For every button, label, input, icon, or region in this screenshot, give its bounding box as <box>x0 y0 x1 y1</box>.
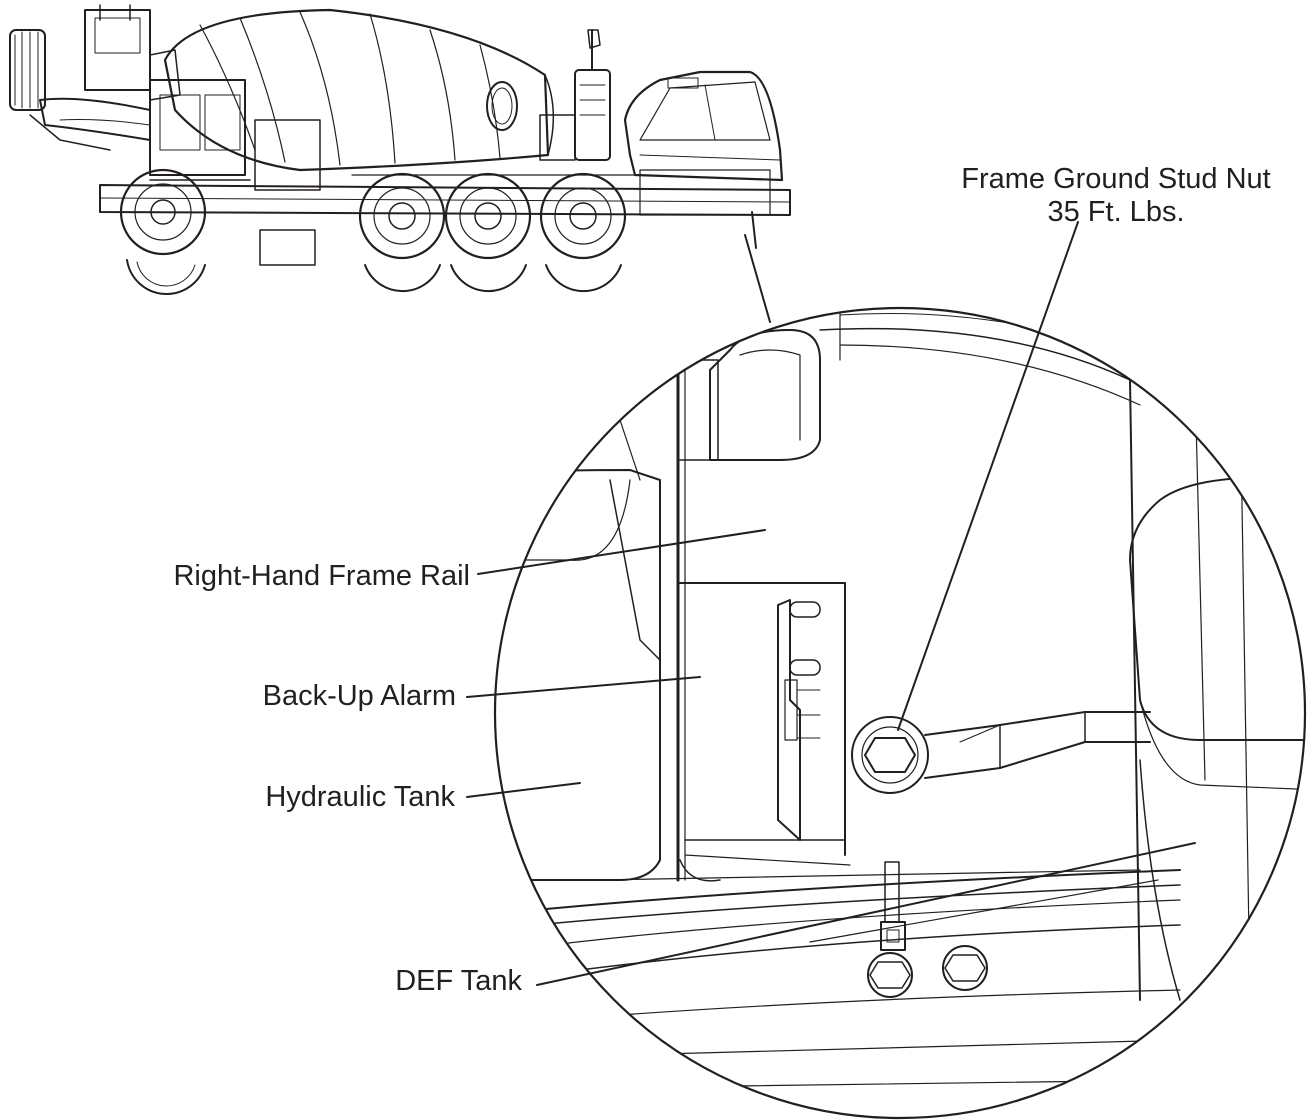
cable-tie <box>880 861 906 951</box>
ground-stud-assembly <box>851 711 1151 794</box>
wheels <box>119 168 627 295</box>
detail-view <box>493 234 1307 1120</box>
frame-rail-shape <box>676 308 851 882</box>
leader-hydraulic-tank <box>466 782 581 798</box>
upper-straps <box>819 312 1305 461</box>
def-tank-shape <box>1129 379 1305 1001</box>
back-up-alarm-label: Back-Up Alarm <box>262 680 456 712</box>
hydraulic-tank-label: Hydraulic Tank <box>265 781 455 813</box>
leader-back-up-alarm <box>466 676 701 698</box>
wheel-rear-lower <box>126 259 206 295</box>
leader-frame-ground-stud-nut <box>897 221 1079 731</box>
chassis-frame <box>99 119 791 266</box>
frame-ground-stud-nut-title: Frame Ground Stud Nut <box>961 163 1271 195</box>
frame-ground-stud-nut-label: Frame Ground Stud Nut 35 Ft. Lbs. <box>936 163 1296 230</box>
rear-platform <box>84 4 251 181</box>
mixer-drum <box>163 8 555 172</box>
right-hand-frame-rail-label: Right-Hand Frame Rail <box>173 560 470 592</box>
pipe-elbow <box>677 308 841 461</box>
leader-right-hand-frame-rail <box>477 529 766 575</box>
mixer-truck-drawing <box>9 4 791 295</box>
wheel-1 <box>358 172 446 292</box>
truck-cab <box>623 70 784 182</box>
wheel-rear-upper <box>119 168 207 256</box>
leader-def-tank-1 <box>536 842 1196 986</box>
wheel-3 <box>539 172 627 292</box>
frame-ground-stud-nut-torque: 35 Ft. Lbs. <box>1047 196 1185 229</box>
wheel-2 <box>444 172 532 292</box>
detail-leader-line <box>744 234 771 323</box>
leader-def-tank-2 <box>809 879 1159 943</box>
detail-circle <box>493 306 1307 1120</box>
hose-lines <box>495 859 1181 1091</box>
bottom-nuts <box>867 945 988 998</box>
backup-alarm-bracket <box>777 599 821 841</box>
def-tank-label: DEF Tank <box>395 965 522 997</box>
hydraulic-tank-shape <box>495 359 661 881</box>
front-pedestal <box>539 29 611 161</box>
callout-leaders <box>466 221 1196 986</box>
